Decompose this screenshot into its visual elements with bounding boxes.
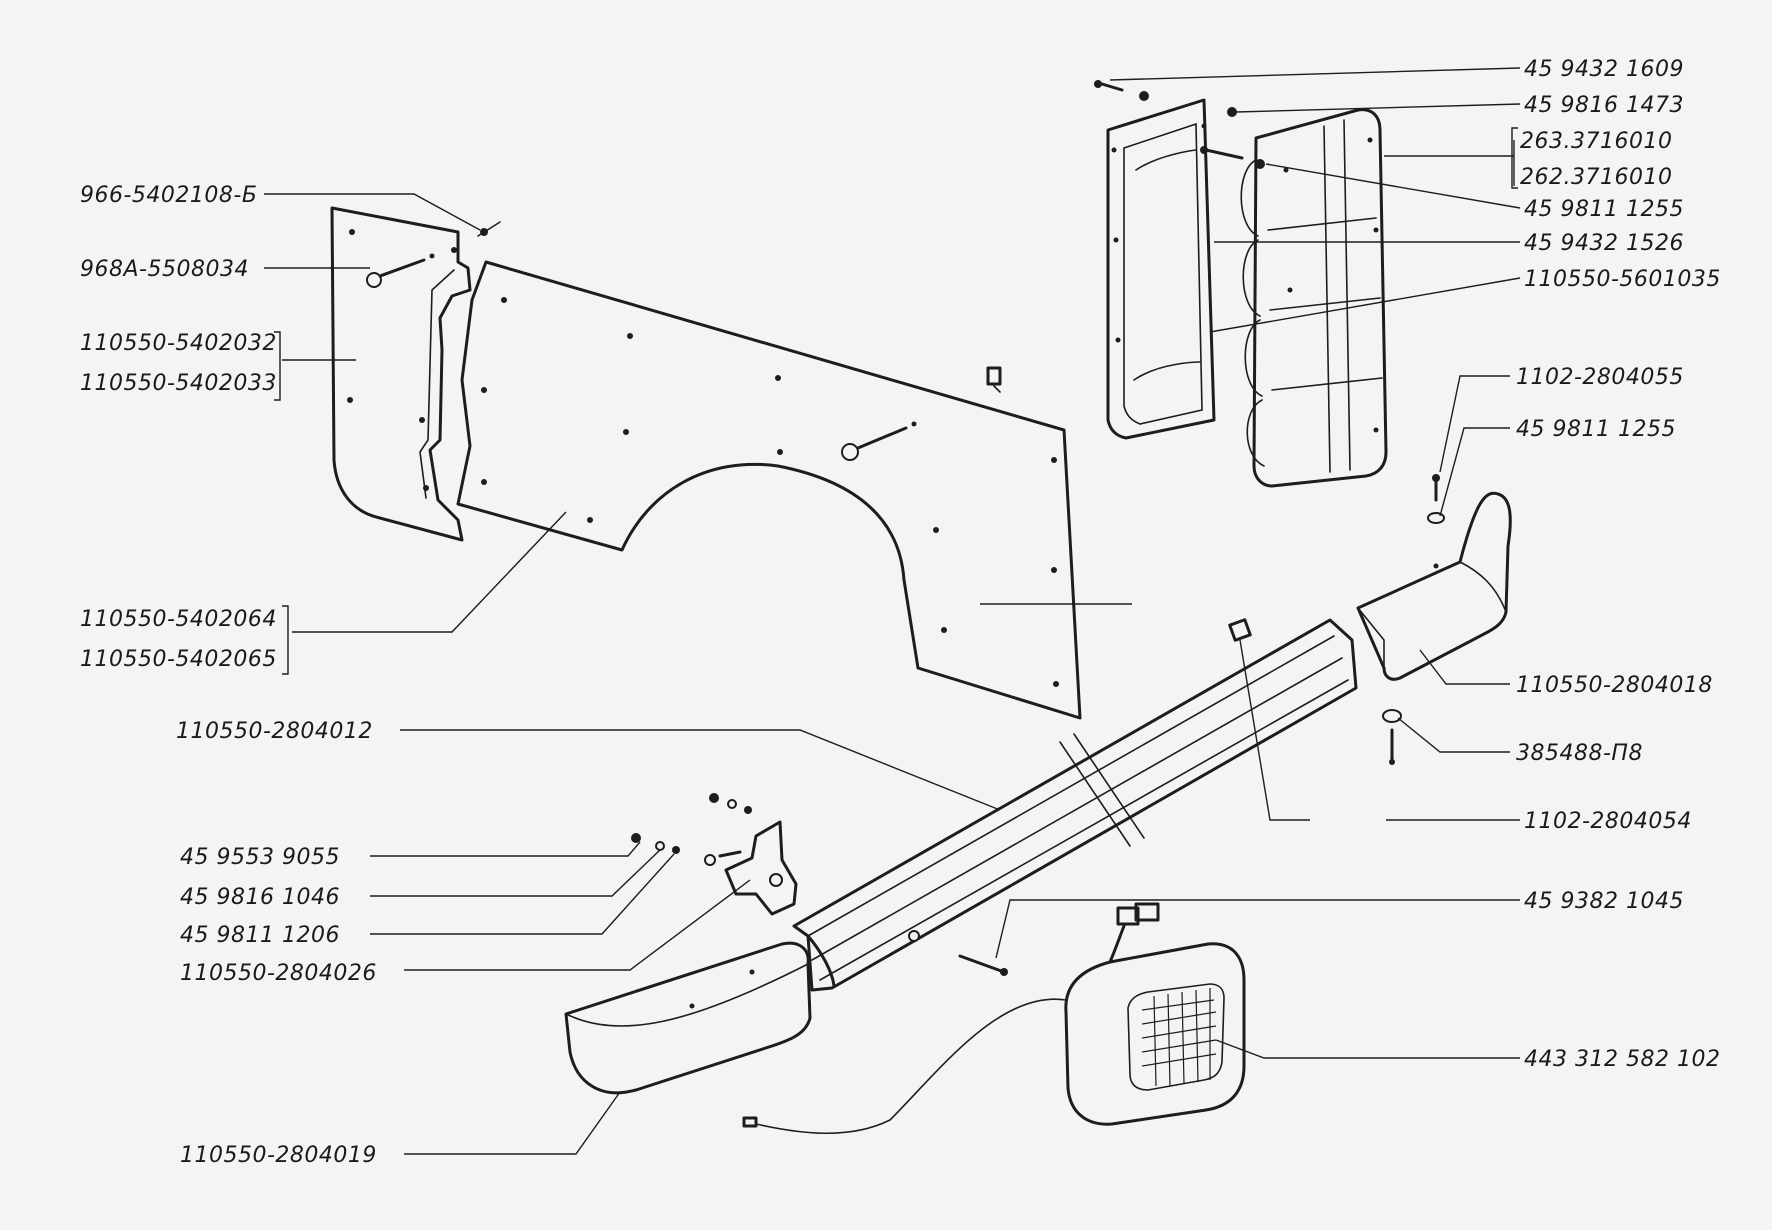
label-45-9811-1255-lamp: 45 9811 1255 [1524,197,1684,222]
lamp-screws [1094,80,1265,169]
label-262-3716010: 262.3716010 [1520,165,1672,190]
small-side-panel [330,206,472,542]
bracket-fasteners [631,793,1008,976]
label-45-9811-1206: 45 9811 1206 [180,923,340,948]
label-45-9553-9055: 45 9553 9055 [180,845,340,870]
label-110550-5402033: 110550-5402033 [80,371,277,396]
label-110550-2804019: 110550-2804019 [180,1143,377,1168]
bumper-end-right [1356,491,1512,681]
label-263-3716010: 263.3716010 [1520,129,1672,154]
right-end-fasteners [1228,474,1445,765]
part-labels: 966-5402108-Б 968А-5508034 110550-540203… [80,57,1721,1168]
label-110550-5402032: 110550-5402032 [80,331,277,356]
large-side-panel [456,260,1082,720]
bumper-bracket [704,820,798,916]
label-968a-5508034: 968А-5508034 [80,257,249,282]
label-45-9432-1609: 45 9432 1609 [1524,57,1684,82]
panel-bolt [841,366,1002,461]
label-45-9816-1046: 45 9816 1046 [180,885,340,910]
label-1102-2804055: 1102-2804055 [1516,365,1684,390]
label-45-9811-1255-bumper: 45 9811 1255 [1516,417,1676,442]
label-1102-2804054: 1102-2804054 [1524,809,1692,834]
bumper-end-left [564,941,812,1095]
work-lamp [742,902,1246,1135]
bolt-968a-5508034 [366,253,435,288]
bumper-beam [792,618,1358,992]
label-45-9382-1045: 45 9382 1045 [1524,889,1684,914]
label-110550-5402064: 110550-5402064 [80,607,277,632]
label-brackets [274,127,1518,675]
label-443-312-582-102: 443 312 582 102 [1524,1047,1720,1072]
rear-lamp-263-262 [1240,108,1388,488]
label-110550-2804012: 110550-2804012 [176,719,373,744]
label-110550-5402065: 110550-5402065 [80,647,277,672]
label-966-5402108: 966-5402108-Б [80,183,257,208]
leader-lines [264,67,1521,1155]
label-385488-p8: 385488-П8 [1516,741,1643,766]
screw-966-5402108 [477,221,501,237]
label-45-9816-1473: 45 9816 1473 [1524,93,1684,118]
label-45-9432-1526: 45 9432 1526 [1524,231,1684,256]
label-110550-2804018: 110550-2804018 [1516,673,1713,698]
label-110550-5601035: 110550-5601035 [1524,267,1721,292]
label-110550-2804026: 110550-2804026 [180,961,377,986]
lamp-housing [1106,98,1216,440]
